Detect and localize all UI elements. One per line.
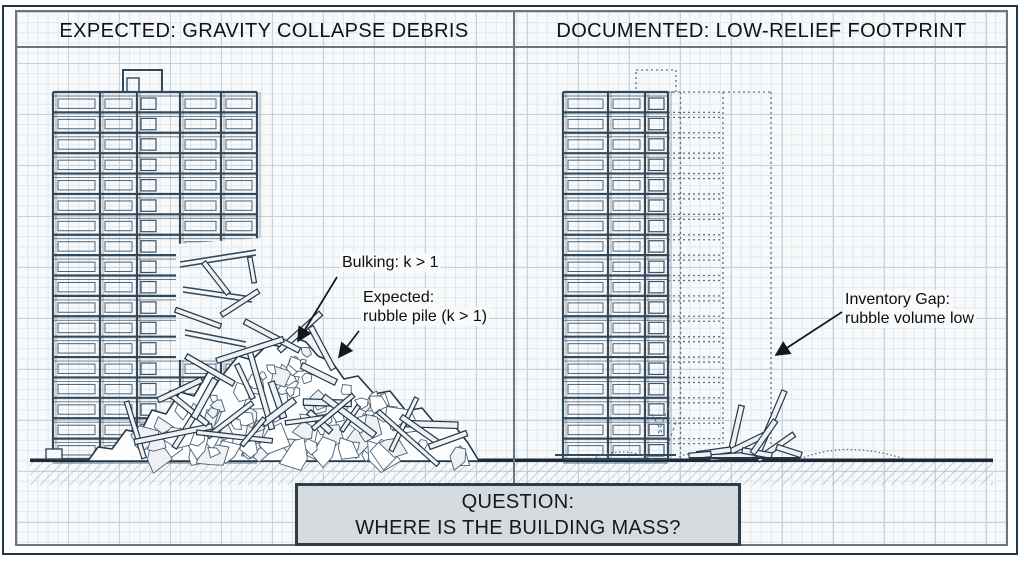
annotation-expected-line1: Expected:	[361, 288, 437, 307]
outer-border	[2, 5, 1018, 555]
annotation-bulking: Bulking: k > 1	[340, 253, 441, 272]
inventory-arrow-icon	[774, 311, 843, 356]
annotation-arrows	[297, 276, 843, 359]
right-building-illustration	[555, 90, 676, 464]
expected-arrow-icon	[337, 330, 360, 359]
annotation-bulking-text: Bulking: k > 1	[340, 253, 441, 272]
question-line-1: QUESTION:	[461, 490, 575, 513]
header-separator	[15, 46, 1008, 48]
bulking-arrow-icon	[297, 276, 338, 343]
ghost-outline-illustration	[635, 69, 772, 459]
collapse-gap-slabs	[173, 249, 261, 348]
annotation-inventory-line1: Inventory Gap:	[843, 290, 952, 309]
annotation-expected-line2: rubble pile (k > 1)	[361, 307, 490, 326]
question-line-2: WHERE IS THE BUILDING MASS?	[355, 516, 681, 539]
ground-line	[30, 458, 993, 463]
right-panel-title: DOCUMENTED: LOW-RELIEF FOOTPRINT	[556, 20, 967, 42]
annotation-inventory-line2: rubble volume low	[843, 309, 976, 328]
rubble-pile-illustration	[87, 310, 480, 474]
annotation-expected: Expected: rubble pile (k > 1)	[361, 288, 490, 326]
panel-divider	[513, 10, 515, 546]
annotation-inventory-gap: Inventory Gap: rubble volume low	[843, 290, 976, 328]
question-box: QUESTION: WHERE IS THE BUILDING MASS?	[295, 483, 741, 546]
right-debris-illustration	[591, 389, 906, 463]
left-panel-title: EXPECTED: GRAVITY COLLAPSE DEBRIS	[59, 20, 469, 42]
hatch-band	[30, 462, 993, 485]
